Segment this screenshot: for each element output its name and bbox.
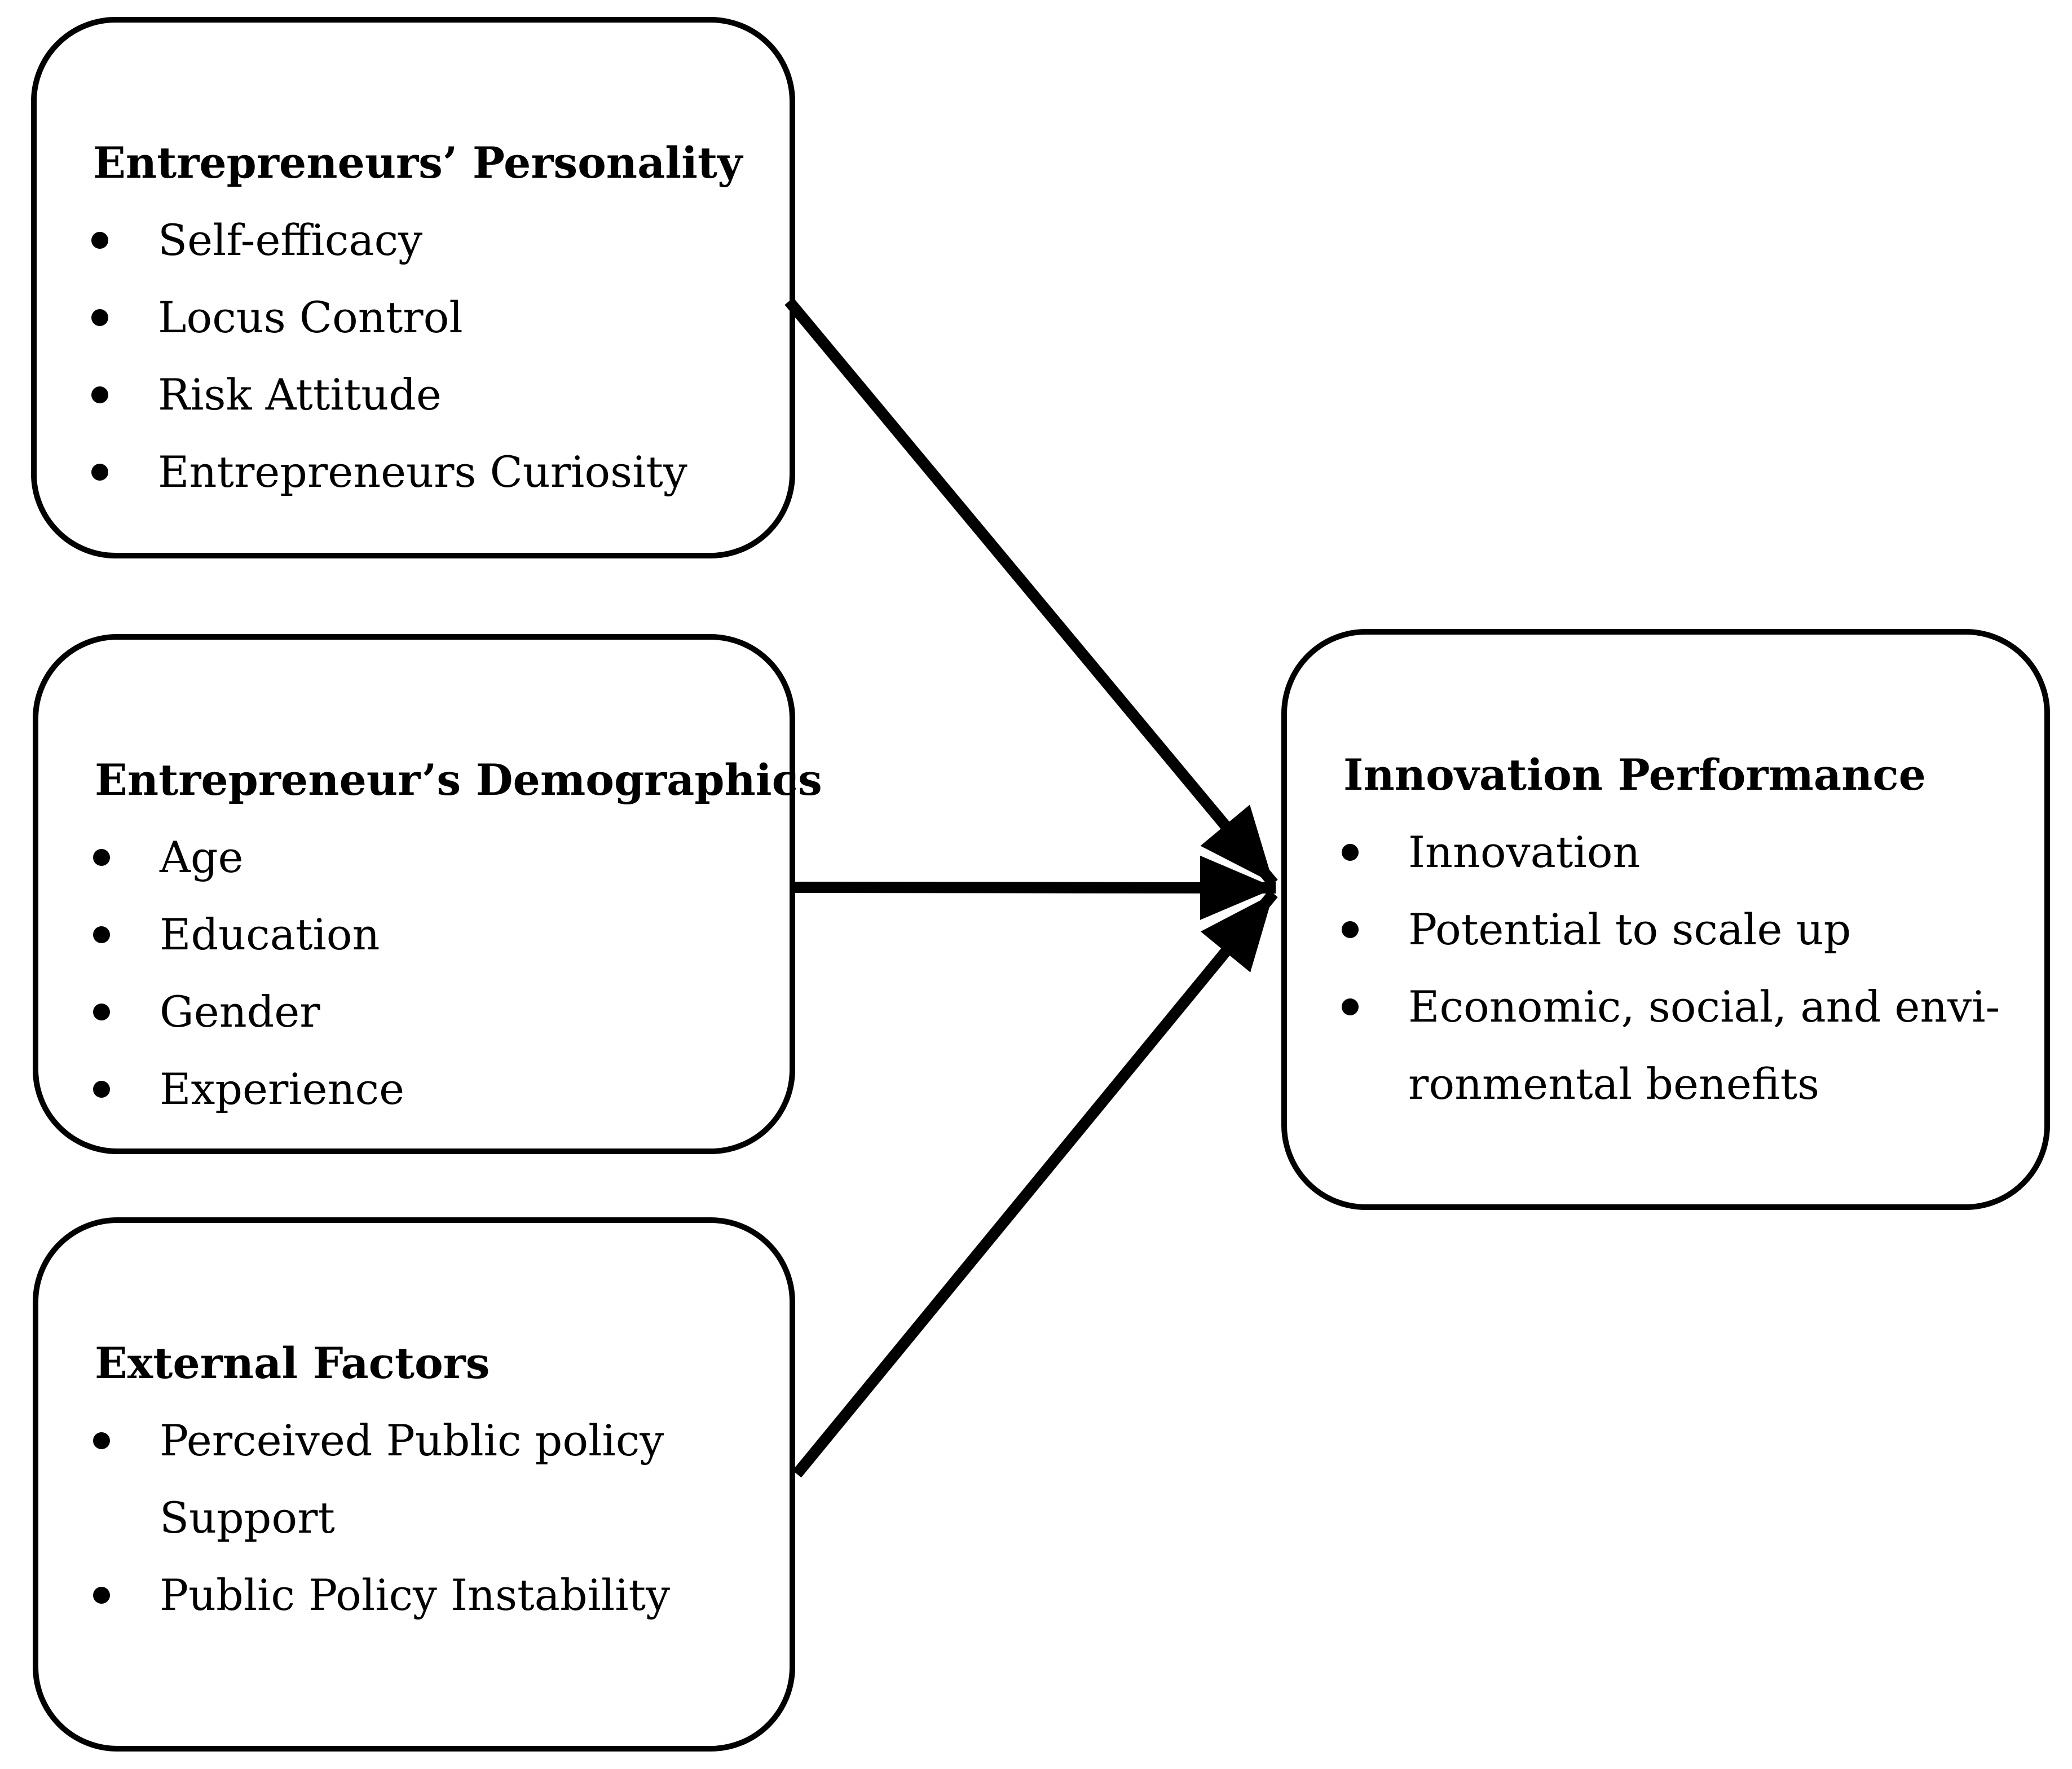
demographics-list: Age Education Gender Experience [38,819,790,1128]
item-line: Risk Attitude [158,369,442,420]
list-item: Age [38,819,790,896]
list-item: Locus Control [37,279,790,356]
box-title-external: External Factors [95,1338,490,1388]
bullet-icon [1342,998,1359,1015]
box-title-performance: Innovation Performance [1343,750,1926,800]
box-title-demographics: Entrepreneur’s Demographics [95,755,822,805]
arrow-external-to-performance [792,890,1278,1478]
box-title-personality: Entrepreneurs’ Personality [93,138,743,188]
bullet-icon [93,926,110,943]
bullet-icon [93,1081,110,1098]
bullet-icon [93,1432,110,1449]
external-list: Perceived Public policy Support Public P… [38,1402,790,1634]
list-item: Entrepreneurs Curiosity [37,433,790,511]
list-item: Perceived Public policy Support [38,1402,790,1556]
item-line: Experience [160,1064,405,1114]
item-line: Self-efficacy [158,215,423,265]
box-external-factors: External Factors Perceived Public policy… [33,1217,795,1752]
item-line: Education [160,909,380,960]
item-line: Entrepreneurs Curiosity [158,447,687,497]
item-line: Locus Control [158,292,463,342]
box-entrepreneur-demographics: Entrepreneur’s Demographics Age Educatio… [33,634,822,1154]
box-entrepreneurs-personality: Entrepreneurs’ Personality Self-efficacy… [31,17,795,558]
bullet-icon [1342,921,1359,938]
list-item: Public Policy Instability [38,1556,790,1634]
performance-list: Innovation Potential to scale up Economi… [1287,813,2044,1123]
bullet-icon [91,386,108,403]
list-item: Education [38,896,790,973]
item-line: Gender [160,987,320,1037]
bullet-icon [93,849,110,866]
list-item: Innovation [1287,813,2044,891]
bullet-icon [91,464,108,481]
list-item: Economic, social, and envi- ronmental be… [1287,968,2044,1123]
bullet-icon [93,1004,110,1020]
item-line: Innovation [1408,827,1641,877]
arrow-personality-to-performance [784,297,1278,887]
item-line-continuation: Support [160,1493,335,1543]
bullet-icon [93,1587,110,1604]
list-item: Gender [38,973,790,1050]
item-line-continuation: ronmental benefits [1408,1059,1820,1109]
list-item: Experience [38,1050,790,1128]
item-line: Public Policy Instability [160,1570,671,1620]
list-item: Self-efficacy [37,201,790,279]
bullet-icon [91,232,108,249]
box-innovation-performance: Innovation Performance Innovation Potent… [1281,629,2050,1210]
item-line: Potential to scale up [1408,904,1851,954]
item-line: Perceived Public policy [160,1415,664,1466]
list-item: Risk Attitude [37,356,790,433]
arrow-demographics-to-performance [795,855,1276,920]
item-line: Economic, social, and envi- [1408,982,2000,1032]
item-line: Age [160,832,244,882]
bullet-icon [91,309,108,326]
bullet-icon [1342,844,1359,861]
personality-list: Self-efficacy Locus Control Risk Attitud… [37,201,790,511]
list-item: Potential to scale up [1287,891,2044,968]
